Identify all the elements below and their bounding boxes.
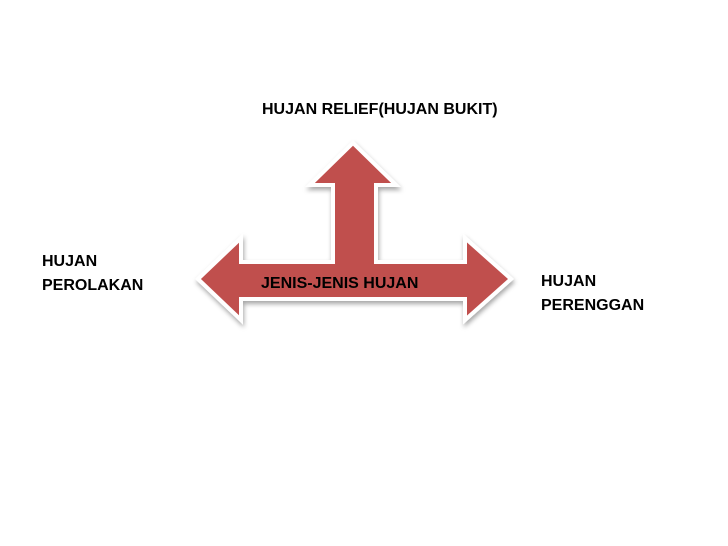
arrow-body — [195, 140, 515, 325]
left-label-line-2: PEROLAKAN — [42, 277, 144, 294]
right-arrow-label: HUJAN PERENGGAN — [541, 270, 644, 318]
center-label: JENIS-JENIS HUJAN — [261, 275, 419, 292]
top-arrow-label: HUJAN RELIEF(HUJAN BUKIT) — [262, 101, 498, 118]
right-label-line-2: PERENGGAN — [541, 297, 645, 314]
right-label-line-1: HUJAN — [541, 273, 597, 290]
left-label-line-1: HUJAN — [42, 253, 98, 270]
left-arrow-label: HUJAN PEROLAKAN — [42, 250, 143, 298]
